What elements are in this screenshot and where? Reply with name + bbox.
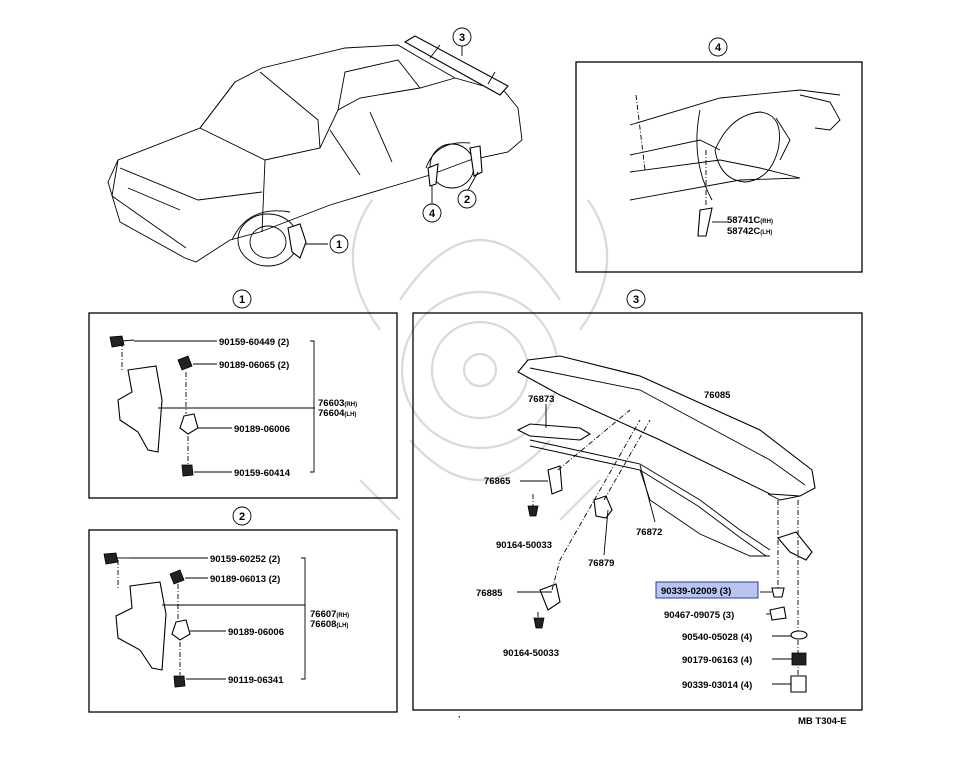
label-90164-50033-b: 90164-50033 [503,648,559,659]
highlighted-part-box[interactable] [655,581,759,599]
label-90189-06006: 90189-06006 [234,424,290,435]
label-76885: 76885 [476,588,503,599]
label-76604: 76604(LH) [318,408,356,419]
label-90159-60449: 90159-60449 (2) [219,337,289,348]
label-76607: 76607(RH) [310,609,349,620]
label-90164-50033-a: 90164-50033 [496,540,552,551]
label-90159-60252: 90159-60252 (2) [210,554,280,565]
panel-3-title: 3 [633,294,639,306]
panel-2-title: 2 [239,511,245,523]
label-76603: 76603(RH) [318,398,357,409]
panel-1-title: 1 [239,294,245,306]
label-90159-60414: 90159-60414 [234,468,291,479]
watermark-emblem [351,199,609,521]
label-90189-06065: 90189-06065 (2) [219,360,289,371]
label-90189-06013: 90189-06013 (2) [210,574,280,585]
label-58741c: 58741C(RH) [727,215,773,226]
label-76608: 76608(LH) [310,619,348,630]
callout-1: 1 [336,239,342,251]
label-90189-06006-b: 90189-06006 [228,627,284,638]
label-90339-03014: 90339-03014 (4) [682,680,752,691]
callout-4: 4 [429,208,436,220]
label-76872: 76872 [636,527,662,538]
callout-2: 2 [464,194,470,206]
label-76085: 76085 [704,390,731,401]
callout-3: 3 [459,32,465,44]
panel-4: 4 58741C(RH) 58742C(LH) [575,37,863,273]
panel-2: 2 90159-60252 (2) 90189-06013 (2) 76607(… [88,506,398,713]
label-76873: 76873 [528,394,554,405]
stray-dot: · [458,712,461,723]
panel-1: 1 90159-60449 (2) 90189-06065 (2) 76603(… [88,289,398,499]
panel-3: 3 [412,289,863,711]
label-90339-02009[interactable]: 90339-02009 (3) [661,586,731,597]
footer-code: MB T304-E [798,716,847,727]
label-90119-06341: 90119-06341 [228,675,284,686]
label-90540-05028: 90540-05028 (4) [682,632,752,643]
label-90467-09075: 90467-09075 (3) [664,610,734,621]
label-58742c: 58742C(LH) [727,226,772,237]
label-90179-06163: 90179-06163 (4) [682,655,752,666]
label-76865: 76865 [484,476,511,487]
car-overview: 1 2 4 3 [107,27,523,267]
panel-4-title: 4 [715,42,722,54]
label-76879: 76879 [588,558,614,569]
